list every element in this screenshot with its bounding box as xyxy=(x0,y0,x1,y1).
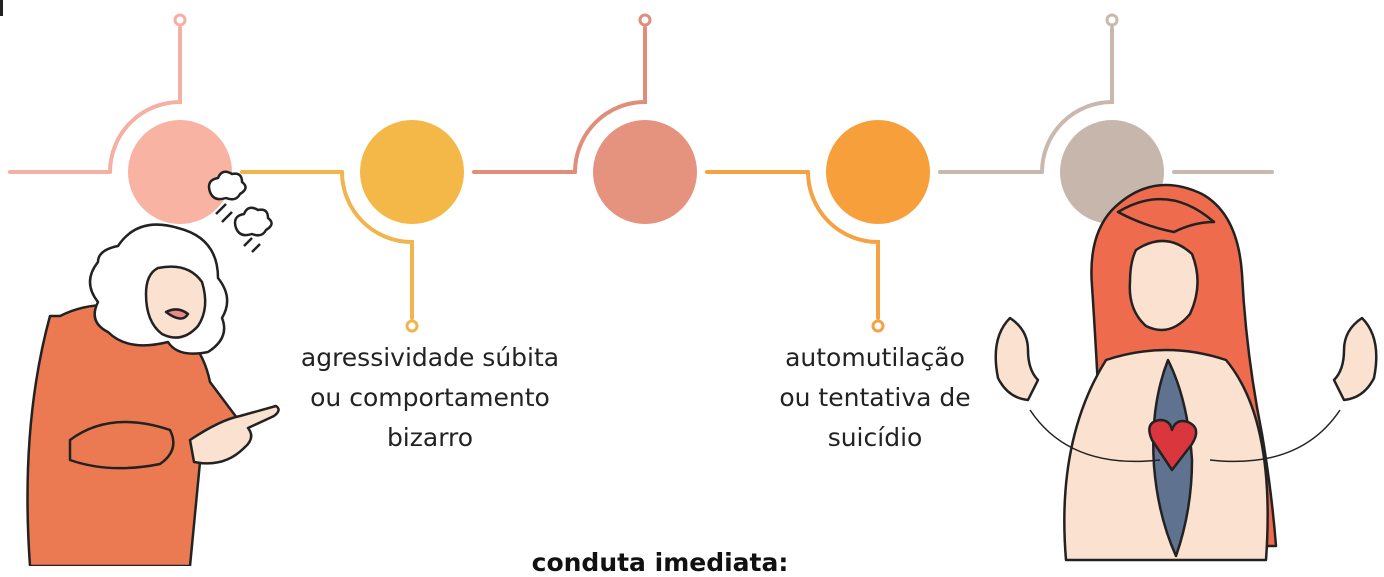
stem-end-dot xyxy=(871,319,885,333)
label-line: agressividade súbita xyxy=(300,343,560,372)
event-label-self-harm: automutilação ou tentativa de suicídio xyxy=(745,338,1005,458)
timeline-node xyxy=(593,120,697,224)
timeline-nodes xyxy=(128,13,1164,333)
connector-stem xyxy=(340,170,414,320)
stitched-heart-icon xyxy=(1148,418,1198,472)
timeline-node xyxy=(360,120,464,224)
connector-stem xyxy=(108,26,182,174)
anger-puff-icon xyxy=(233,206,273,237)
label-line: ou tentativa de xyxy=(779,383,971,412)
connector-stem xyxy=(1040,26,1114,174)
stem-end-dot xyxy=(1105,13,1119,27)
label-line: suicídio xyxy=(827,423,923,452)
timeline-node xyxy=(128,120,232,224)
stem-end-dot xyxy=(405,319,419,333)
stem-end-dot xyxy=(638,13,652,27)
timeline-node xyxy=(826,120,930,224)
anger-puff-icon xyxy=(207,170,247,201)
connector-stem xyxy=(806,170,880,320)
page-edge-mark xyxy=(0,0,3,16)
stem-end-dot xyxy=(173,13,187,27)
sad-woman-illustration xyxy=(994,183,1378,562)
label-line: ou comportamento xyxy=(310,383,550,412)
footer-heading: conduta imediata: xyxy=(531,548,789,577)
connector-stem xyxy=(573,26,647,174)
event-label-aggression: agressividade súbita ou comportamento bi… xyxy=(270,338,590,458)
label-line: bizarro xyxy=(386,423,474,452)
timeline-connectors xyxy=(8,26,1274,320)
angry-elderly-woman-illustration xyxy=(26,170,280,566)
label-line: automutilação xyxy=(785,343,965,372)
